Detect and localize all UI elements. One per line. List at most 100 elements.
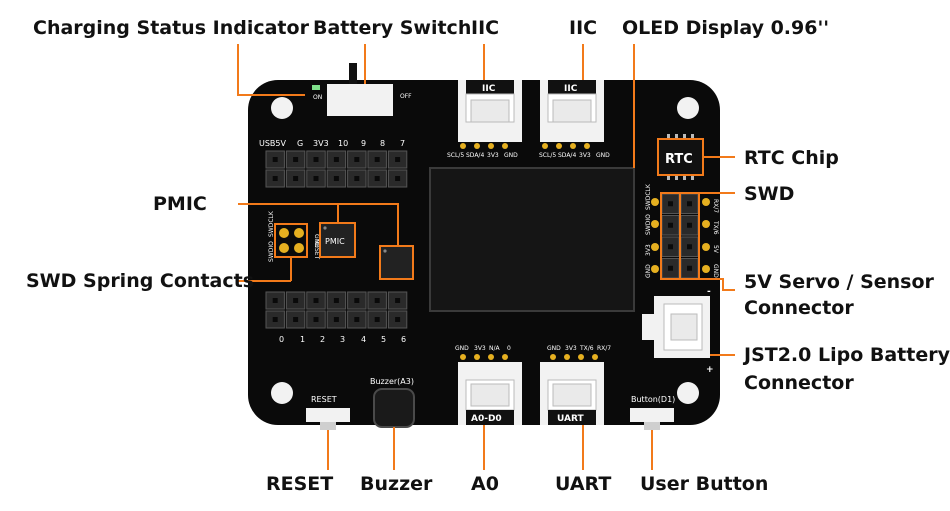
header-pin-hole (687, 265, 692, 271)
reset-button[interactable] (306, 408, 350, 430)
header-top-label-usb5v: USB5V (259, 139, 287, 148)
header-pin-hole (687, 201, 692, 207)
header-pin-hole (272, 317, 278, 322)
pin-header-bottom[interactable] (265, 291, 408, 329)
rtc-chip-pins (667, 134, 694, 180)
iic-connector-left[interactable] (458, 80, 522, 142)
header-pin-hole (333, 298, 339, 303)
header-bottom-label-0: 0 (279, 335, 284, 344)
user-button[interactable] (630, 408, 674, 430)
bottom-pads (460, 354, 598, 360)
jst-battery-connector[interactable] (642, 296, 710, 358)
leader-lines (237, 44, 735, 470)
header-pin-hole (333, 157, 339, 162)
silk-on: ON (313, 94, 322, 101)
battery-switch-lever[interactable] (349, 63, 357, 88)
swd-spring-label-swdclk: SWDCLK (268, 210, 275, 237)
header-pin-hole (354, 176, 360, 181)
header-pin-hole (395, 298, 401, 303)
callout-iic-left: IIC (471, 17, 499, 39)
callout-uart: UART (555, 473, 611, 495)
callout-rtc-chip: RTC Chip (744, 147, 839, 169)
oled-display (429, 167, 635, 312)
battery-switch[interactable] (327, 84, 393, 116)
mounting-hole (677, 382, 699, 404)
header-pin-hole (272, 298, 278, 303)
header-pin-hole (313, 317, 319, 322)
iic-left-pin-2: SDA/4 (466, 152, 484, 159)
a0-pin-gnd: GND (455, 345, 469, 352)
callout-charging-status: Charging Status Indicator (33, 17, 310, 39)
header-pin-hole (313, 176, 319, 181)
header-pin-hole (313, 298, 319, 303)
header-pin-hole (293, 298, 299, 303)
callout-oled-display: OLED Display 0.96'' (622, 17, 829, 39)
pin-header-top[interactable] (265, 150, 408, 188)
header-bottom-label-1: 1 (300, 335, 305, 344)
silk-buzzer: Buzzer(A3) (370, 377, 414, 386)
mounting-hole (271, 382, 293, 404)
iic-left-pin-3: 3V3 (487, 152, 499, 159)
uart-pin-gnd: GND (547, 345, 561, 352)
header-pin-hole (374, 317, 380, 322)
callout-swd-spring-contacts: SWD Spring Contacts (26, 270, 254, 292)
header-top-label-7: 7 (400, 139, 405, 148)
a0-connector[interactable] (458, 362, 522, 425)
callout-buzzer: Buzzer (360, 473, 433, 495)
pmic-chip-label: PMIC (325, 237, 345, 246)
swd-header[interactable] (661, 193, 699, 279)
header-pin-hole (395, 157, 401, 162)
callout-jst-line-2: Connector (744, 372, 854, 394)
swd-label-3v3: 3V3 (645, 244, 652, 256)
header-top-label-g: G (297, 139, 303, 148)
header-top-label-9: 9 (361, 139, 366, 148)
header-bottom-label-4: 4 (361, 335, 366, 344)
iic-right-pin-2: SDA/4 (558, 152, 576, 159)
rtc-chip (657, 138, 704, 176)
callout-pmic: PMIC (153, 193, 207, 215)
mounting-hole (271, 97, 293, 119)
iic-right-pin-3: 3V3 (579, 152, 591, 159)
silk-plus: + (706, 365, 714, 375)
iic-connector-right[interactable] (540, 80, 604, 142)
header-pin-hole (687, 222, 692, 228)
silk-reset: RESET (311, 395, 337, 404)
callout-a0: A0 (471, 473, 499, 495)
swd-label-swdio: SWDIO (645, 214, 652, 235)
header-pin-hole (668, 265, 673, 271)
silk-off: OFF (400, 93, 412, 100)
pmic-small-pin1-dot (383, 249, 387, 253)
swd-label-swdclk: SWDCLK (645, 183, 652, 210)
callout-servo-line-1: 5V Servo / Sensor (744, 271, 935, 293)
swd-servo-pads (651, 198, 710, 273)
servo-label-tx6: TX/6 (712, 220, 719, 235)
iic-pads (460, 143, 590, 149)
header-pin-hole (333, 317, 339, 322)
rtc-chip-label: RTC (665, 152, 693, 167)
servo-label-rx7: RX/7 (712, 199, 719, 213)
header-pin-hole (313, 157, 319, 162)
a0-pin-na: N/A (489, 345, 501, 352)
buzzer (373, 388, 415, 428)
header-top-label-10: 10 (338, 139, 348, 148)
header-pin-hole (272, 176, 278, 181)
header-pin-hole (293, 176, 299, 181)
header-top-label-8: 8 (380, 139, 385, 148)
uart-connector[interactable] (540, 362, 604, 425)
silk-iic-left: IIC (482, 84, 496, 94)
header-pin-hole (395, 317, 401, 322)
swd-spring-label-gnd: GND (313, 234, 320, 248)
silk-iic-right: IIC (564, 84, 578, 94)
a0-pin-3v3: 3V3 (474, 345, 486, 352)
header-pin-hole (687, 244, 692, 250)
iic-right-pin-1: SCL/5 (539, 152, 556, 159)
uart-pin-rx7: RX/7 (597, 345, 611, 352)
callout-servo-line-2: Connector (744, 297, 854, 319)
header-pin-hole (354, 317, 360, 322)
silk-button-d1: Button(D1) (631, 395, 675, 404)
servo-label-5v: 5V (712, 245, 719, 254)
pmic-small-chip (379, 245, 414, 280)
swd-label-gnd: GND (645, 264, 652, 278)
charging-led (312, 85, 320, 90)
header-pin-hole (668, 222, 673, 228)
